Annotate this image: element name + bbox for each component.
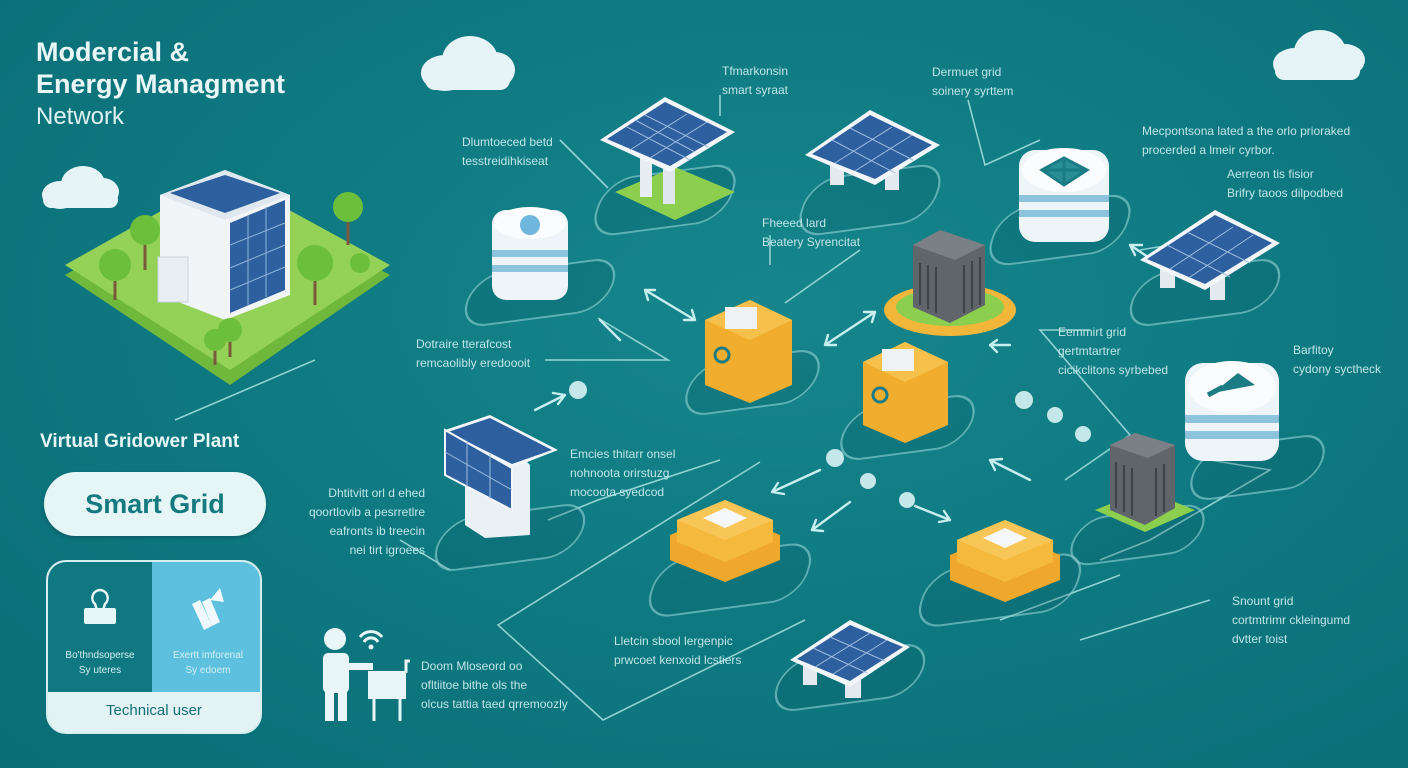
title-line-3: Network: [36, 103, 125, 130]
label-top-right: Dermuet grid soinery syrttem: [932, 65, 1014, 98]
title-line-2: Energy Managment: [36, 69, 286, 99]
commercial-building-icon[interactable]: [60, 145, 400, 395]
lightbulb-icon: [84, 588, 116, 624]
cloud-icon: [421, 36, 515, 91]
label-bottom-center: Lletcin sbool lergenpic prwcoet kenxoid …: [614, 634, 742, 667]
label-top-center: Tfmarkonsin smart syraat: [722, 64, 789, 97]
storage-hub-icon[interactable]: [490, 195, 570, 305]
solar-panel-icon[interactable]: [1135, 205, 1285, 305]
label-far-right-2: Aerreon tis fisior Brifry taoos dilpodbe…: [1227, 167, 1344, 200]
inverter-unit-icon[interactable]: [880, 225, 1020, 340]
battery-module-icon[interactable]: [945, 510, 1065, 605]
cloud-icon: [1273, 30, 1365, 80]
label-bottom-user: Doom Mloseord oo ofltiitoe bithe ols the…: [421, 659, 568, 711]
cloud-icon: [42, 166, 119, 209]
label-far-left: Dhtitvitt orl d ehed qoortlovib a pesrre…: [308, 486, 425, 557]
title-line-1: Modercial &: [36, 37, 190, 67]
storage-hub-icon[interactable]: [1183, 355, 1283, 465]
growth-arrow-icon: [192, 588, 224, 630]
label-mid-right: Eemmirt grid gertmtartrer cicikclitons s…: [1058, 325, 1169, 377]
solar-panel-icon[interactable]: [800, 105, 950, 195]
solar-panel-tilted-icon[interactable]: [440, 410, 565, 540]
card-footer: Technical user: [106, 701, 202, 719]
label-left-solar: Dlumtoeced betd tesstreidihkiseat: [462, 135, 553, 168]
label-mid-left: Dotraire tterafcost remcaolibly eredoooi…: [416, 337, 531, 370]
battery-box-icon[interactable]: [700, 295, 795, 405]
user-cart-wifi-icon: [323, 628, 410, 721]
card-left-section[interactable]: Bo'thndsoperse Sy uteres: [48, 562, 152, 692]
card-left-text: Bo'thndsoperse Sy uteres: [65, 650, 135, 676]
battery-box-icon[interactable]: [860, 337, 950, 445]
smart-grid-button[interactable]: Smart Grid: [44, 472, 266, 536]
label-bottom-right: Snount grid cortmtrimr ckleingumd dvtter…: [1232, 594, 1351, 646]
label-right-battery: Barfitoy cydony syctheck: [1293, 343, 1382, 376]
card-right-section[interactable]: Exertt imforenal Sy edoem: [152, 562, 260, 692]
card-right-text: Exertt imforenal Sy edoem: [172, 650, 244, 676]
inverter-unit-icon[interactable]: [1090, 430, 1200, 535]
technical-user-card[interactable]: Bo'thndsoperse Sy uteres Exertt imforena…: [46, 560, 262, 734]
solar-panel-icon[interactable]: [785, 615, 915, 700]
virtual-power-plant-title: Virtual Gridower Plant: [40, 431, 240, 452]
label-battery-sync: Fheeed lard Beatery Syrencitat: [762, 216, 861, 249]
label-center-left: Emcies thitarr onsel nohnoota orirstuzg …: [570, 447, 676, 499]
solar-panel-stand-icon[interactable]: [595, 92, 745, 222]
storage-hub-icon[interactable]: [1017, 140, 1112, 245]
battery-module-icon[interactable]: [665, 490, 785, 585]
label-far-right-1: Mecpontsona lated a the orlo prioraked p…: [1142, 124, 1351, 157]
